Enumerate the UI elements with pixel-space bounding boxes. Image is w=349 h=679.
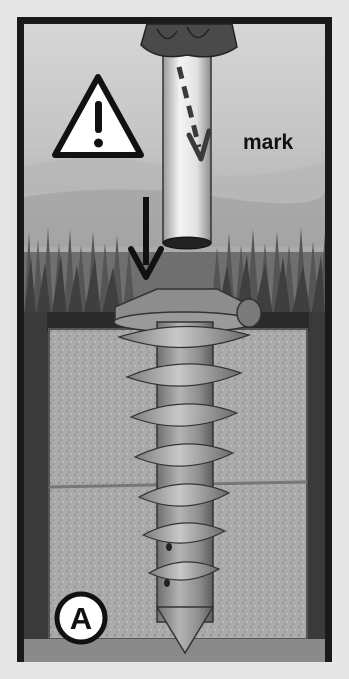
illustration-frame: mark A [17,17,332,662]
panel-letter: A [70,601,92,636]
panel-letter-badge: A [57,594,105,642]
mark-label: mark [243,131,294,154]
illustration-svg: mark A [17,17,332,662]
base-layer [24,639,325,662]
